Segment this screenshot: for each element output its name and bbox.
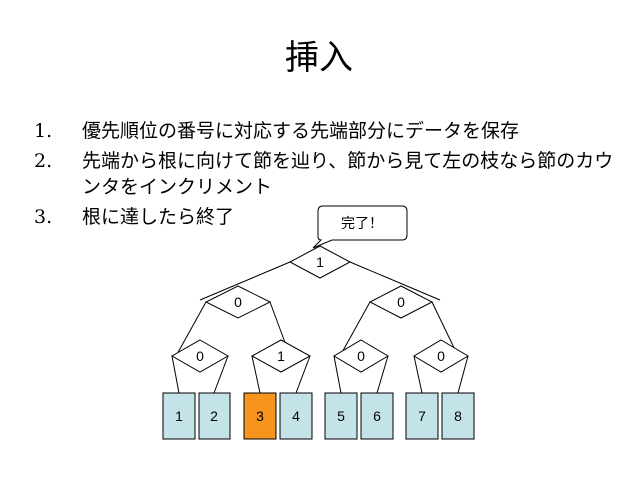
tree-node-label: 0 — [437, 348, 445, 364]
tree-edge — [213, 355, 229, 394]
tree-edge — [333, 355, 342, 394]
leaf-box — [405, 392, 439, 440]
step-item: 2. 先端から根に向けて節を辿り、節から見て左の枝なら節のカウンタをインクリメン… — [34, 148, 614, 200]
leaf-label: 3 — [256, 408, 264, 424]
step-number: 2. — [34, 150, 53, 172]
callout-text: 完了！ — [341, 215, 383, 231]
tree-node — [170, 339, 230, 373]
leaf-box — [324, 392, 358, 440]
leaf-label: 7 — [418, 408, 426, 424]
leaf-label: 8 — [454, 408, 462, 424]
step-number: 3. — [34, 206, 53, 228]
tree-edge — [376, 355, 389, 394]
callout-bubble — [312, 205, 408, 249]
tree-node-label: 0 — [357, 348, 365, 364]
tree-edge — [339, 301, 371, 357]
tree-node — [368, 285, 434, 319]
leaf-box — [198, 392, 231, 440]
tree-node-label: 0 — [397, 294, 405, 310]
step-item: 1. 優先順位の番号に対応する先端部分にデータを保存 — [34, 118, 614, 144]
tree-edge — [349, 261, 441, 301]
step-text: 先端から根に向けて節を辿り、節から見て左の枝なら節のカウンタをインクリメント — [82, 150, 614, 198]
step-text: 根に達したら終了 — [82, 206, 235, 228]
tree-edge — [199, 261, 291, 301]
leaf-box — [279, 392, 313, 440]
tree-edge — [295, 355, 311, 394]
tree-edge — [457, 355, 469, 394]
tree-edge — [413, 355, 423, 394]
steps-list: 1. 優先順位の番号に対応する先端部分にデータを保存 2. 先端から根に向けて節… — [34, 118, 614, 234]
tree-node-root — [288, 245, 352, 279]
tree-node — [413, 339, 469, 373]
leaf-label: 1 — [175, 408, 183, 424]
leaf-box — [441, 392, 475, 440]
tree-edge — [171, 355, 180, 394]
tree-node — [333, 339, 389, 373]
tree-node — [204, 285, 272, 319]
tree-node — [250, 339, 312, 373]
step-item: 3. 根に達したら終了 — [34, 204, 614, 230]
leaf-label: 2 — [210, 408, 218, 424]
tree-edge — [175, 301, 207, 357]
step-text: 優先順位の番号に対応する先端部分にデータを保存 — [82, 120, 520, 142]
leaf-box — [162, 392, 196, 440]
tree-node-label: 1 — [316, 254, 324, 270]
tree-node-label: 1 — [277, 348, 285, 364]
step-number: 1. — [34, 120, 53, 142]
leaf-label: 5 — [337, 408, 345, 424]
leaf-box-highlighted — [243, 392, 277, 440]
tree-node-label: 0 — [234, 294, 242, 310]
slide-title: 挿入 — [285, 38, 353, 78]
leaf-label: 4 — [292, 408, 300, 424]
leaf-box — [360, 392, 394, 440]
tree-node-label: 0 — [196, 348, 204, 364]
leaf-label: 6 — [373, 408, 381, 424]
tree-edge — [251, 355, 261, 394]
